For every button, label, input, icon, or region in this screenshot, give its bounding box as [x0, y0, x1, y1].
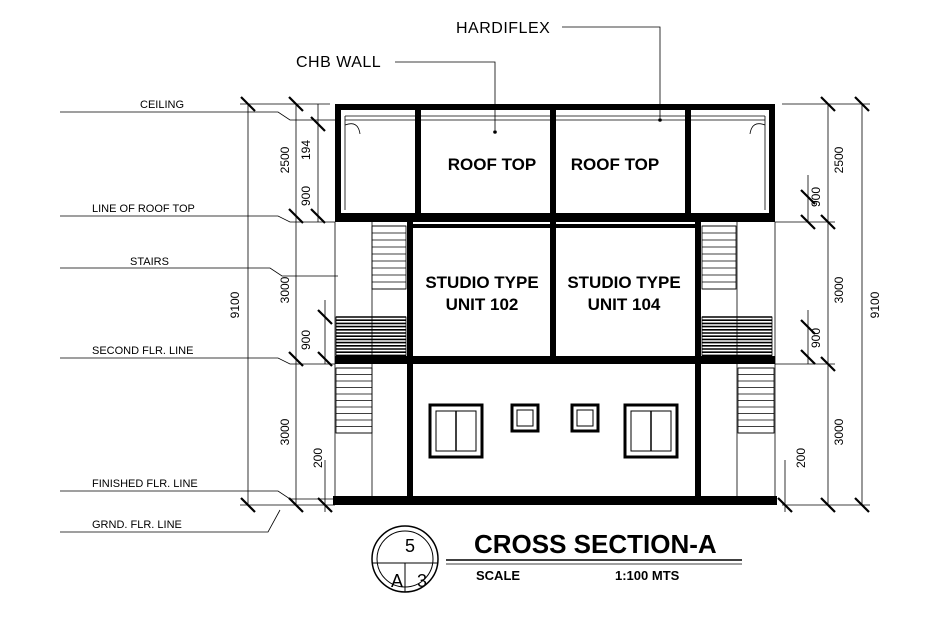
unit-104-type-label: STUDIO TYPE	[567, 273, 680, 292]
right-stairs	[701, 225, 775, 434]
room-labels: ROOF TOP ROOF TOP STUDIO TYPE UNIT 102 S…	[425, 155, 680, 314]
chb-wall-callout: CHB WALL	[296, 54, 497, 134]
right-900-top-dimension: 900	[809, 187, 823, 207]
building-section	[333, 104, 777, 505]
finished-floor-label: FINISHED FLR. LINE	[92, 478, 198, 490]
left-2500-dimension: 2500	[278, 146, 292, 173]
right-2500-dimension: 2500	[832, 146, 846, 173]
left-194-dimension: 194	[299, 140, 313, 160]
right-3000-mid-dimension: 3000	[832, 276, 846, 303]
sheet-number: 3	[417, 571, 427, 591]
left-3000-mid-dimension: 3000	[278, 276, 292, 303]
left-stairs	[335, 225, 407, 434]
roof-top-right-label: ROOF TOP	[571, 155, 659, 174]
scale-value: 1:100 MTS	[615, 568, 680, 583]
unit-104-label: UNIT 104	[588, 295, 661, 314]
left-3000-low-dimension: 3000	[278, 418, 292, 445]
ground-floor-windows	[428, 403, 679, 459]
chb-wall-label: CHB WALL	[296, 54, 381, 71]
roof-top-line-label: LINE OF ROOF TOP	[92, 203, 195, 215]
scale-label: SCALE	[476, 568, 520, 583]
sheet-letter: A	[391, 571, 403, 591]
right-dimensions: 9100 2500 900 3000 900 3000 200	[775, 96, 882, 513]
drawing-title: CROSS SECTION-A	[474, 529, 717, 559]
detail-number: 5	[405, 536, 415, 556]
ground-floor-label: GRND. FLR. LINE	[92, 519, 182, 531]
roof-top-left-label: ROOF TOP	[448, 155, 536, 174]
title-block: 5 A 3 CROSS SECTION-A SCALE 1:100 MTS	[371, 525, 742, 593]
right-900-mid-dimension: 900	[809, 328, 823, 348]
left-900-mid-dimension: 900	[299, 330, 313, 350]
second-floor-label: SECOND FLR. LINE	[92, 345, 193, 357]
left-dimensions: 9100 2500 194 900 3000 900 3000 200	[228, 96, 335, 513]
hardiflex-callout: HARDIFLEX	[456, 20, 662, 122]
hardiflex-label: HARDIFLEX	[456, 20, 550, 37]
right-200-dimension: 200	[794, 448, 808, 468]
right-total-dimension: 9100	[868, 291, 882, 318]
left-900-top-dimension: 900	[299, 186, 313, 206]
left-200-dimension: 200	[311, 448, 325, 468]
ceiling-label: CEILING	[140, 99, 184, 111]
stairs-label: STAIRS	[130, 256, 169, 268]
unit-102-type-label: STUDIO TYPE	[425, 273, 538, 292]
left-total-dimension: 9100	[228, 291, 242, 318]
right-3000-low-dimension: 3000	[832, 418, 846, 445]
level-labels: CEILING LINE OF ROOF TOP STAIRS SECOND F…	[60, 99, 338, 533]
unit-102-label: UNIT 102	[446, 295, 519, 314]
